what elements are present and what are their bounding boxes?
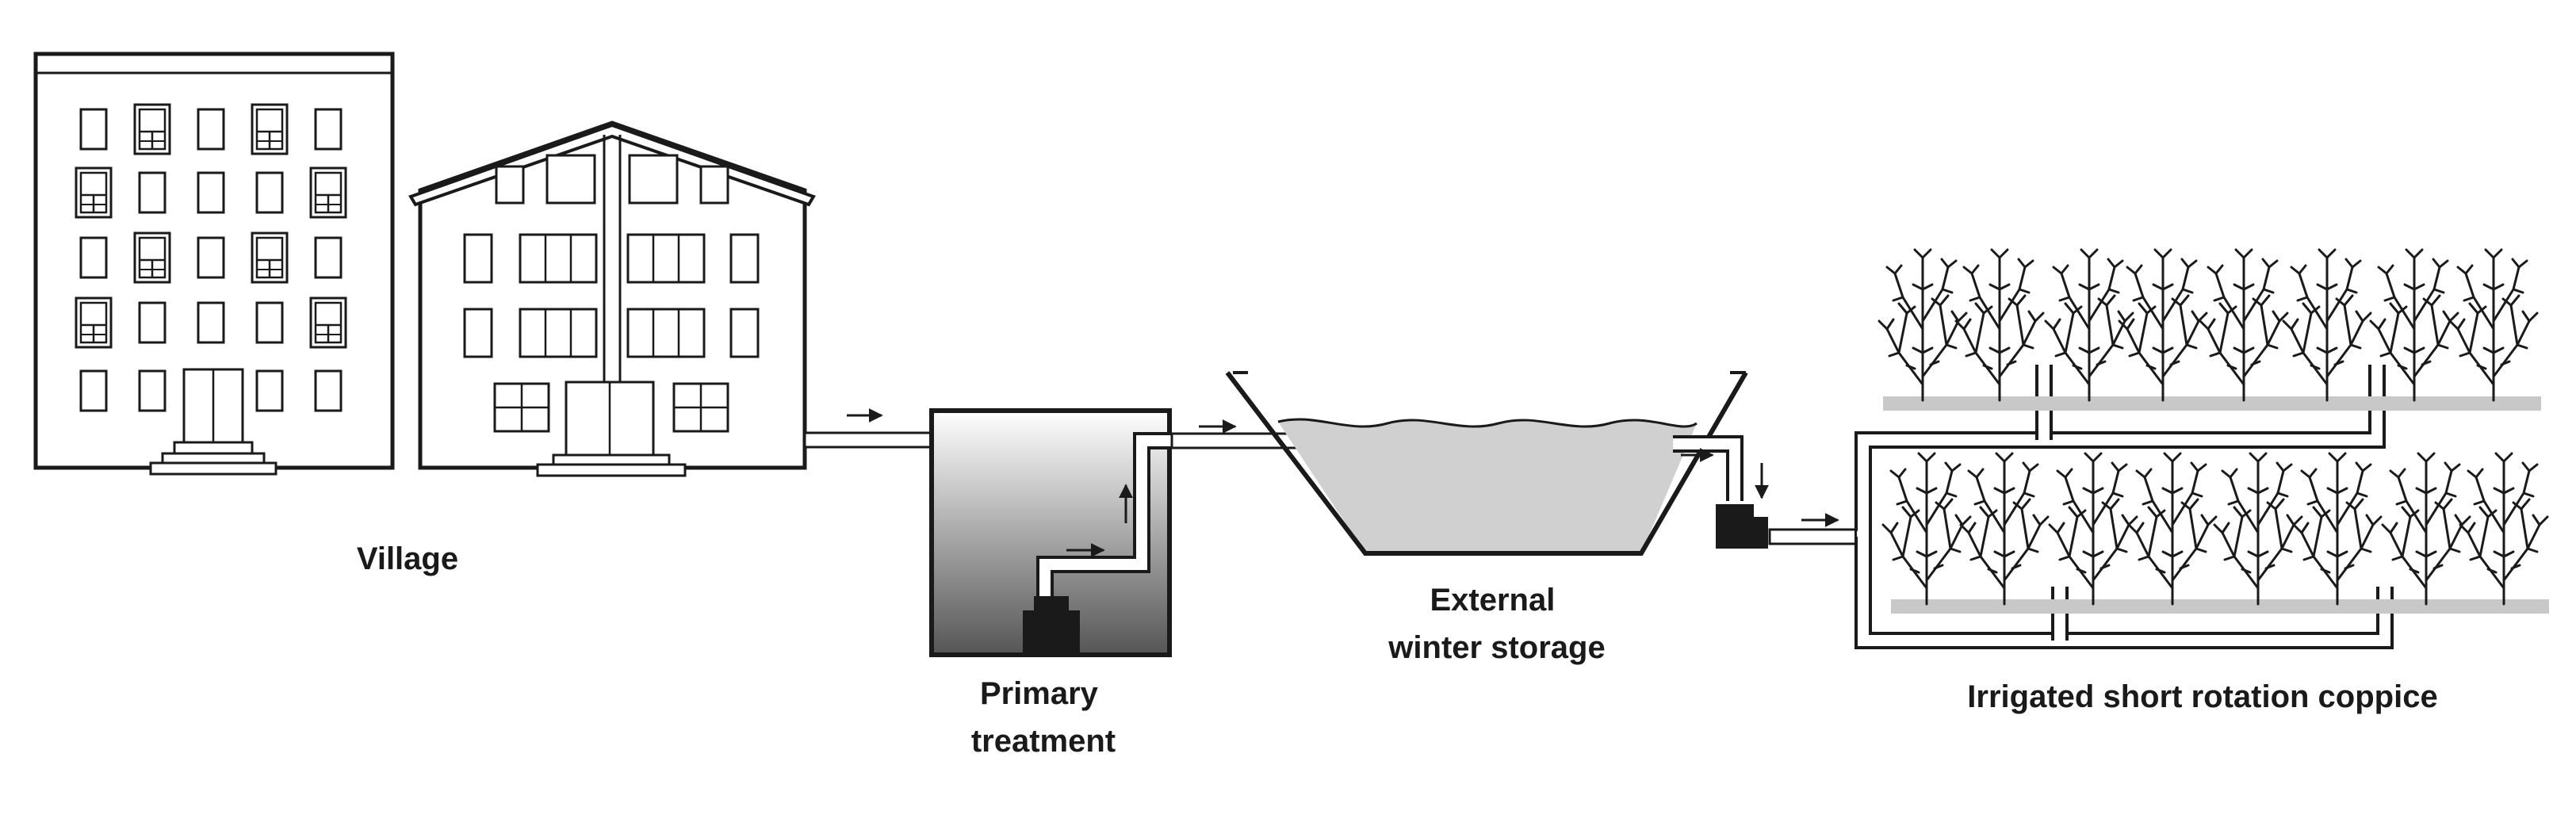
- external-winter-storage-basin: [1225, 371, 1748, 556]
- village-apartment-building: [33, 52, 395, 476]
- primary-treatment-label: Primary treatment: [971, 676, 1116, 759]
- primary-treatment-tank: [929, 408, 1172, 657]
- coppice-lower-row: [1881, 452, 2549, 614]
- coppice-label: Irrigated short rotation coppice: [1967, 679, 2437, 714]
- pipe-village-to-treatment: [803, 408, 933, 449]
- village-label: Village: [357, 541, 458, 576]
- pipe-storage-to-coppice: [1673, 435, 1858, 549]
- primary-treatment-label-line1: Primary: [980, 676, 1099, 711]
- primary-treatment-label-line2: treatment: [971, 724, 1116, 759]
- storage-label-line2: winter storage: [1388, 630, 1605, 665]
- village-gabled-house: [408, 120, 816, 477]
- storage-label-line1: External: [1430, 583, 1556, 618]
- storage-label: External winter storage: [1388, 583, 1605, 665]
- coppice-upper-row: [1877, 248, 2541, 411]
